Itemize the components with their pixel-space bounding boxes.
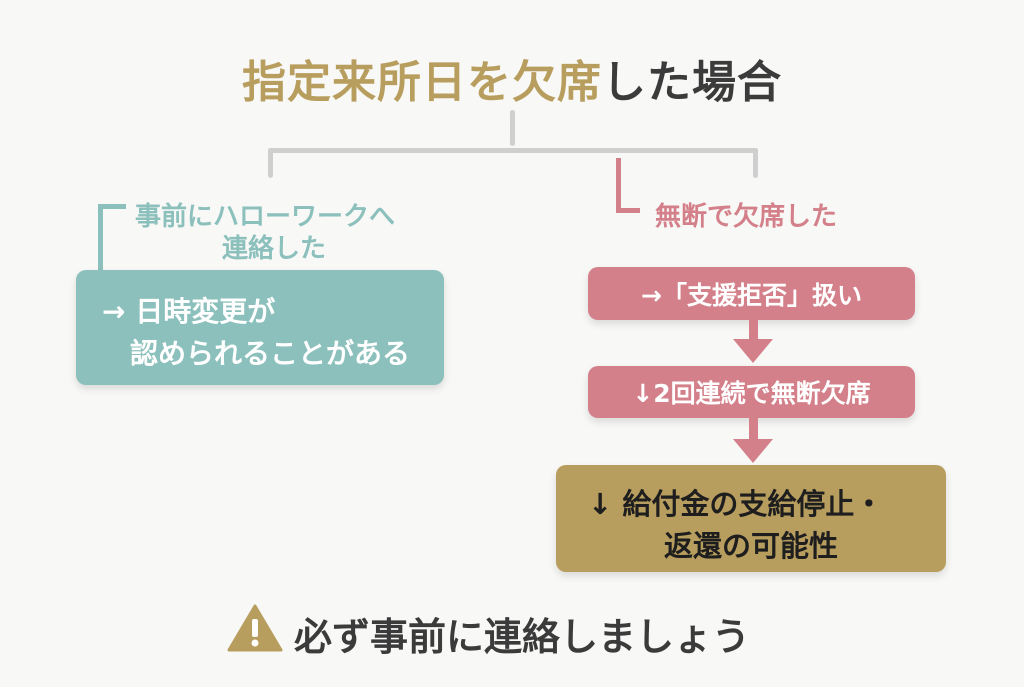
left-result-box: → 日時変更が 認められることがある — [76, 270, 444, 385]
benefit-stop-line1: ↓ 給付金の支給停止・ — [588, 487, 884, 521]
support-refusal-box: →「支援拒否」扱い — [588, 267, 915, 320]
consecutive-absence-box: ↓2回連続で無断欠席 — [588, 366, 915, 418]
left-result-line2: 認められることがある — [130, 337, 411, 370]
consecutive-absence-text: ↓2回連続で無断欠席 — [632, 379, 871, 408]
left-result-line1: → 日時変更が — [102, 295, 276, 328]
title-highlight: 指定来所日を欠席 — [242, 57, 602, 108]
support-refusal-text: →「支援拒否」扱い — [641, 280, 862, 310]
right-branch-label: 無断で欠席した — [655, 202, 838, 232]
title-rest: した場合 — [602, 57, 782, 108]
warning-triangle-icon — [227, 604, 283, 652]
benefit-stop-line2: 返還の可能性 — [663, 529, 838, 563]
warning-text: 必ず事前に連絡しましょう — [294, 615, 751, 659]
left-branch-label-1: 事前にハローワークへ — [135, 202, 396, 232]
page-title: 指定来所日を欠席した場合 — [0, 46, 1024, 110]
benefit-stop-box: ↓ 給付金の支給停止・ 返還の可能性 — [556, 465, 946, 572]
left-branch-label-2: 連絡した — [222, 234, 327, 264]
